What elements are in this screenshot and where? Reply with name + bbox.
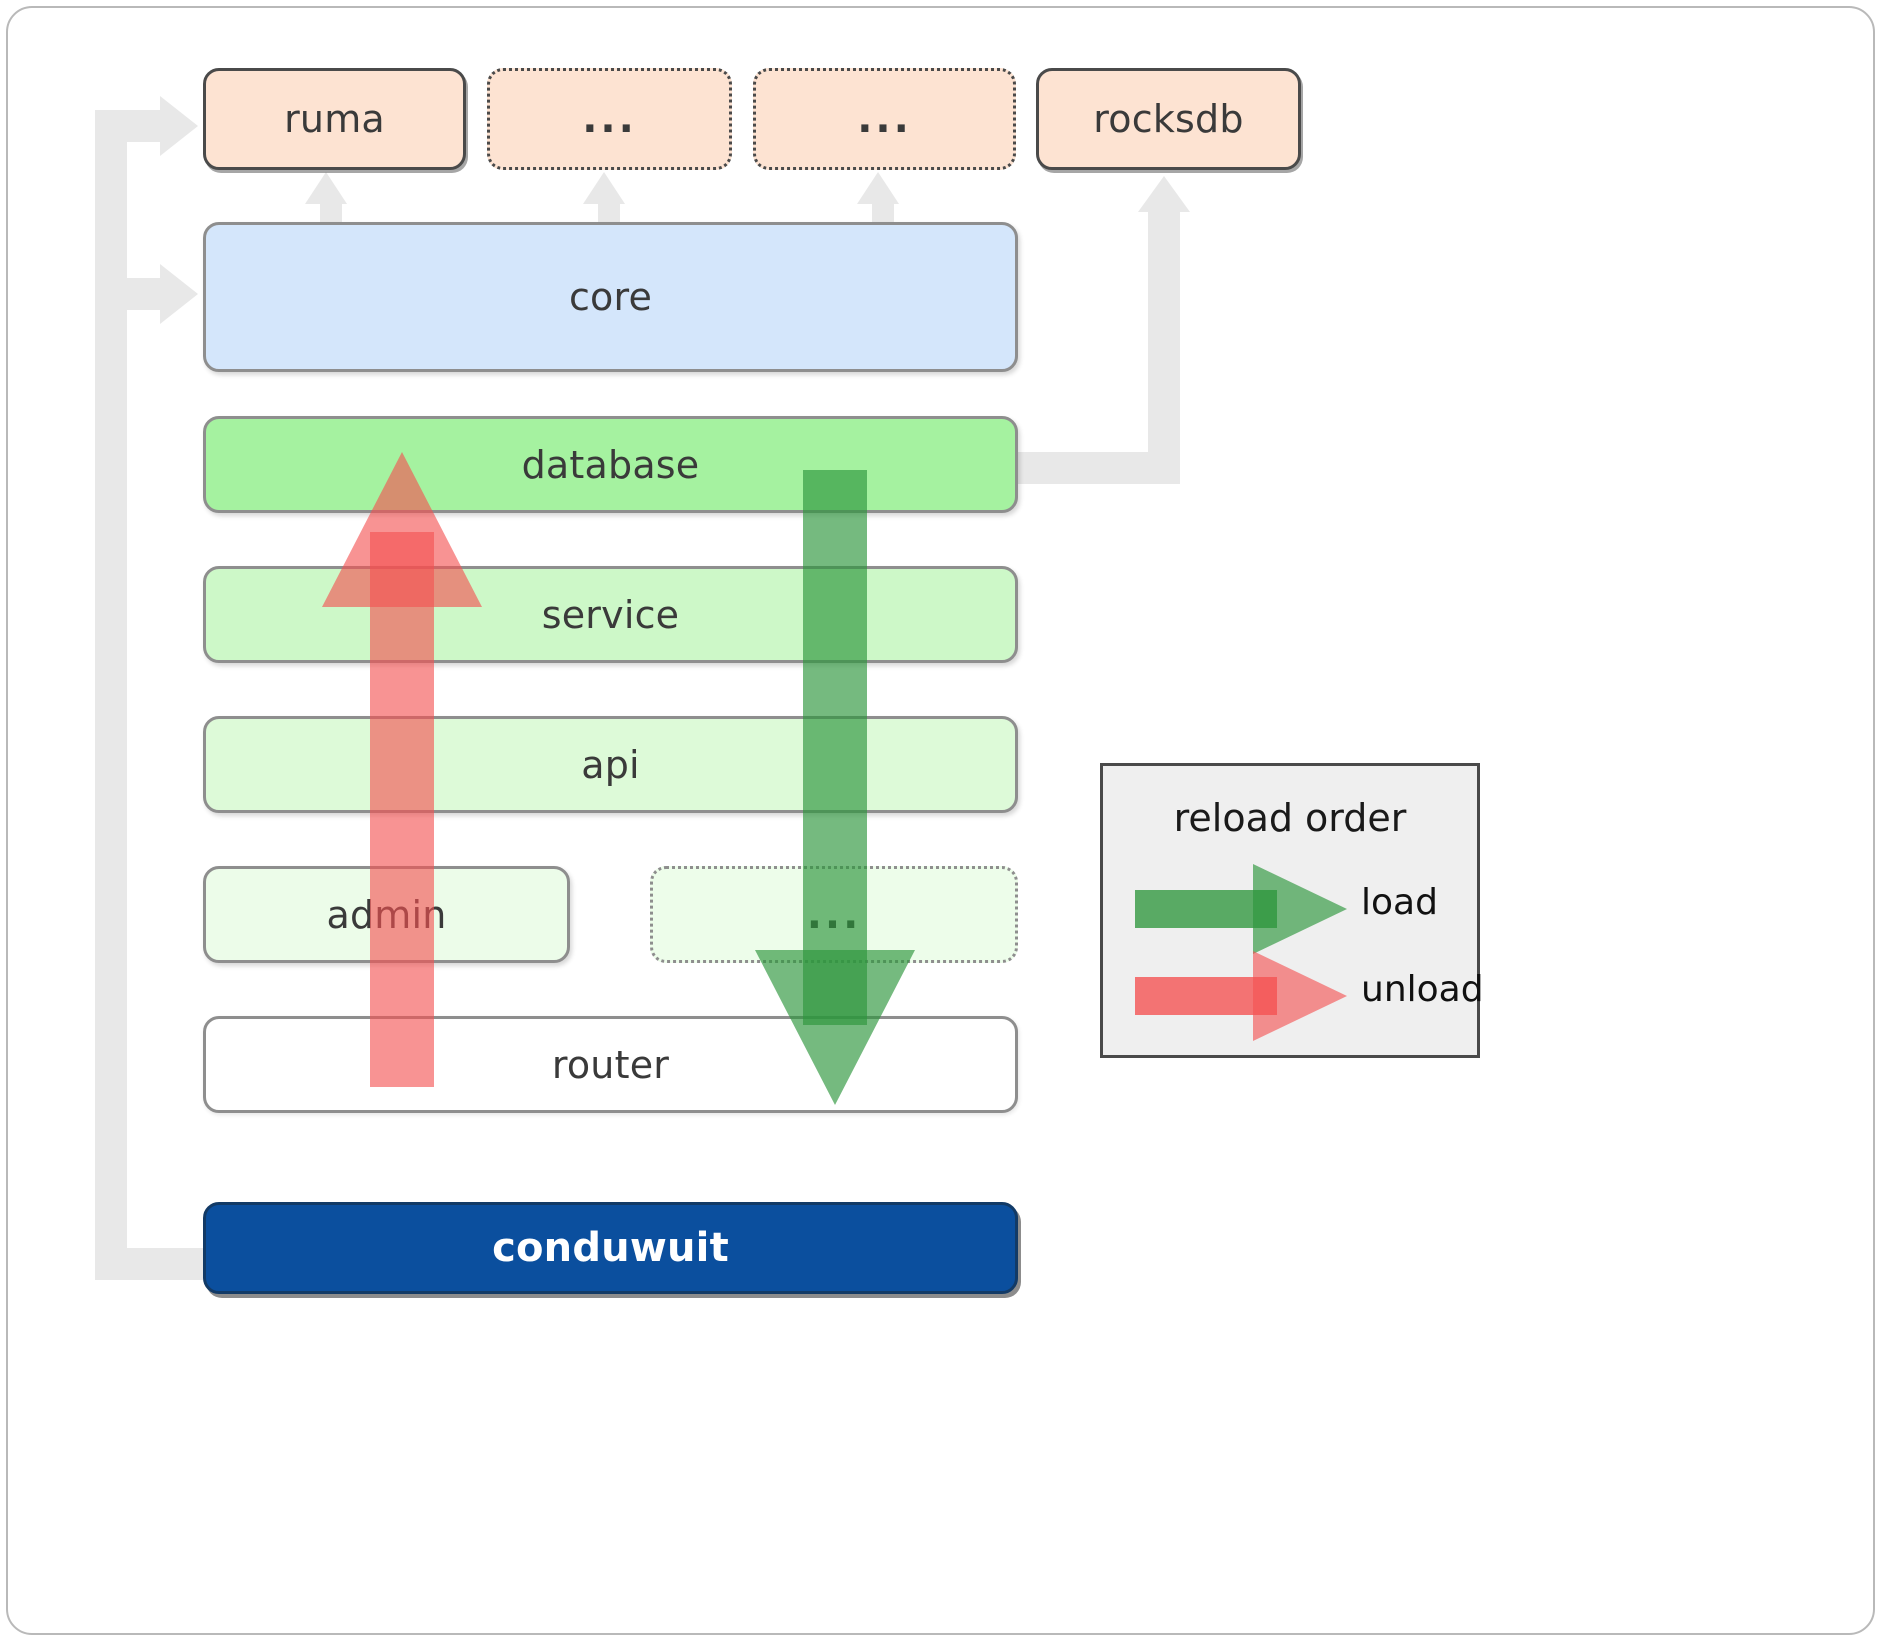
legend-label-load: load: [1361, 882, 1438, 923]
root-label-conduwuit: conduwuit: [492, 1225, 729, 1271]
unload-arrow: [322, 452, 482, 1087]
connector-core-to-dep-a-arrowhead: [583, 172, 625, 204]
layer-box-api[interactable]: api: [203, 716, 1018, 813]
legend-load-arrowhead: [1253, 864, 1347, 954]
layer-label-router: router: [551, 1042, 670, 1087]
legend-row-unload: unload: [1103, 951, 1484, 1041]
connector-core-to-dep-b-arrowhead: [857, 172, 899, 204]
layer-label-database: database: [521, 442, 700, 487]
layer-label-service: service: [541, 592, 680, 637]
connector-branch-from-conduwuit: [95, 1248, 210, 1280]
connector-arrowhead-ruma: [160, 96, 198, 156]
legend-title: reload order: [1173, 796, 1407, 840]
unload-arrow-shaft: [370, 532, 434, 1087]
dependency-label-ruma: ruma: [284, 97, 385, 141]
load-arrowhead: [755, 950, 915, 1105]
layer-label-api: api: [581, 742, 640, 787]
dependency-box-ruma[interactable]: ruma: [203, 68, 466, 170]
dependency-box-placeholder-b[interactable]: ...: [753, 68, 1016, 170]
legend-row-load: load: [1103, 864, 1477, 954]
load-arrow: [755, 470, 915, 1105]
dependency-label-rocksdb: rocksdb: [1093, 97, 1244, 141]
legend-label-unload: unload: [1361, 969, 1484, 1010]
dependency-label-placeholder-a: ...: [582, 96, 637, 142]
connector-arrowhead-core: [160, 264, 198, 324]
legend-load-arrow-icon: [1135, 864, 1347, 954]
layer-box-core[interactable]: core: [203, 222, 1018, 372]
layer-label-core: core: [568, 275, 653, 319]
connector-database-to-rocksdb-vertical: [1148, 212, 1180, 484]
load-arrow-shaft: [803, 470, 867, 1025]
dependency-label-placeholder-b: ...: [857, 96, 912, 142]
legend-unload-arrowhead: [1253, 951, 1347, 1041]
dependency-box-rocksdb[interactable]: rocksdb: [1036, 68, 1301, 170]
connector-core-to-ruma-arrowhead: [305, 172, 347, 204]
legend-unload-arrow-icon: [1135, 951, 1347, 1041]
legend-panel: reload order load unload: [1100, 763, 1484, 1058]
connector-arrowhead-rocksdb: [1138, 176, 1190, 212]
root-box-conduwuit[interactable]: conduwuit: [203, 1202, 1018, 1294]
dependency-box-placeholder-a[interactable]: ...: [487, 68, 732, 170]
